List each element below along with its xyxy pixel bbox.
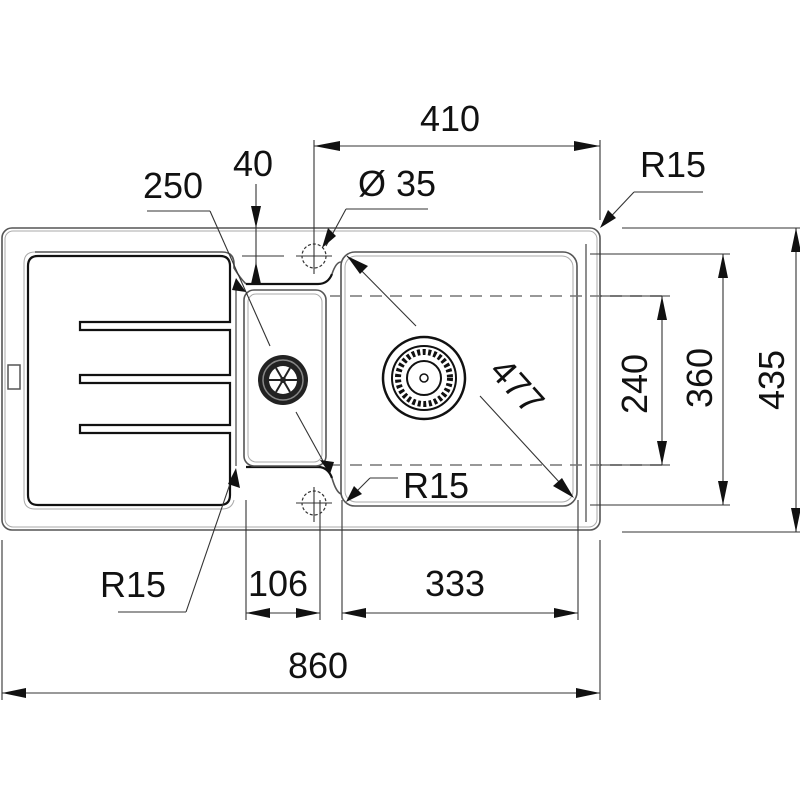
tap-hole-bottom-icon	[296, 487, 332, 522]
dim-label-40: 40	[233, 143, 273, 184]
sink-outline	[1, 227, 601, 531]
dim-label-250: 250	[143, 165, 203, 206]
dim-label-tap-hole-diameter: Ø 35	[358, 163, 436, 204]
dim-label-240: 240	[614, 354, 655, 414]
dim-label-r15-drainer: R15	[100, 564, 166, 605]
dim-label-410: 410	[420, 98, 480, 139]
dim-label-477: 477	[482, 350, 553, 422]
dim-label-r15-outer: R15	[640, 144, 706, 185]
dim-label-106: 106	[248, 563, 308, 604]
dim-label-333: 333	[425, 563, 485, 604]
drainboard	[23, 251, 247, 510]
small-bowl-strainer-icon	[258, 355, 308, 405]
dim-label-r15-bowl: R15	[403, 465, 469, 506]
main-bowl	[331, 244, 587, 522]
small-bowl	[235, 273, 334, 479]
overflow-slot	[7, 364, 21, 390]
main-bowl-basket-strainer-icon	[381, 335, 467, 421]
dim-label-360: 360	[679, 348, 720, 408]
dim-label-860: 860	[288, 645, 348, 686]
dim-label-435: 435	[751, 350, 792, 410]
dimension-lines	[1, 140, 800, 700]
hidden-lines	[330, 295, 665, 466]
tap-hole-top-icon	[296, 240, 332, 274]
